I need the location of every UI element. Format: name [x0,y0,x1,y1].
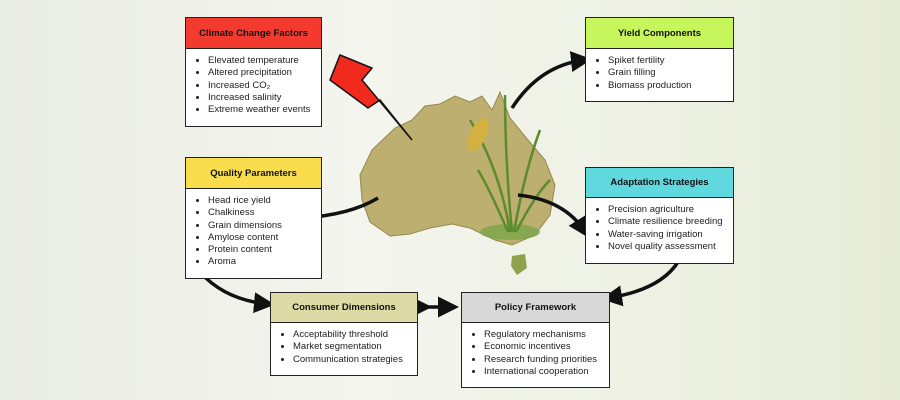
list-item: Chalkiness [208,207,321,219]
list-item: Precision agriculture [608,204,733,216]
list-item: Head rice yield [208,195,321,207]
list-item: Increased CO₂ [208,80,321,92]
list-item: Elevated temperature [208,55,321,67]
adaptation-list: Precision agriculture Climate resilience… [586,198,733,253]
climate-change-factors-box: Climate Change Factors Elevated temperat… [185,17,322,127]
list-item: Communication strategies [293,354,417,366]
policy-framework-box: Policy Framework Regulatory mechanisms E… [461,292,610,388]
adaptation-strategies-box: Adaptation Strategies Precision agricult… [585,167,734,264]
list-item: Grain dimensions [208,220,321,232]
list-item: Novel quality assessment [608,241,733,253]
list-item: Climate resilience breeding [608,216,733,228]
box-header: Climate Change Factors [186,18,321,49]
arrow-to-adaptation [517,193,589,238]
list-item: International cooperation [484,366,609,378]
yield-list: Spiket fertility Grain filling Biomass p… [586,49,733,92]
box-header: Adaptation Strategies [586,168,733,198]
arrow-to-yield [510,51,592,109]
list-item: Acceptability threshold [293,329,417,341]
climate-list: Elevated temperature Altered precipitati… [186,49,321,116]
list-item: Economic incentives [484,341,609,353]
tasmania [511,254,527,275]
list-item: Increased salinity [208,92,321,104]
list-item: Protein content [208,244,321,256]
list-item: Extreme weather events [208,104,321,116]
consumer-dimensions-box: Consumer Dimensions Acceptability thresh… [270,292,418,376]
quality-list: Head rice yield Chalkiness Grain dimensi… [186,189,321,269]
policy-list: Regulatory mechanisms Economic incentive… [462,323,609,378]
list-item: Amylose content [208,232,321,244]
rice-grains [467,118,489,152]
list-item: Grain filling [608,67,733,79]
list-item: Aroma [208,256,321,268]
quality-parameters-box: Quality Parameters Head rice yield Chalk… [185,157,322,279]
list-item: Biomass production [608,80,733,92]
list-item: Altered precipitation [208,67,321,79]
list-item: Research funding priorities [484,354,609,366]
list-item: Market segmentation [293,341,417,353]
box-header: Quality Parameters [186,158,321,189]
list-item: Water-saving irrigation [608,229,733,241]
box-header: Yield Components [586,18,733,49]
box-header: Policy Framework [462,293,609,323]
consumer-list: Acceptability threshold Market segmentat… [271,323,417,366]
arrow-to-policy [601,261,680,307]
box-header: Consumer Dimensions [271,293,417,323]
yield-components-box: Yield Components Spiket fertility Grain … [585,17,734,102]
list-item: Regulatory mechanisms [484,329,609,341]
list-item: Spiket fertility [608,55,733,67]
australia-map [359,90,556,246]
lightning-bolt-icon [329,54,413,141]
